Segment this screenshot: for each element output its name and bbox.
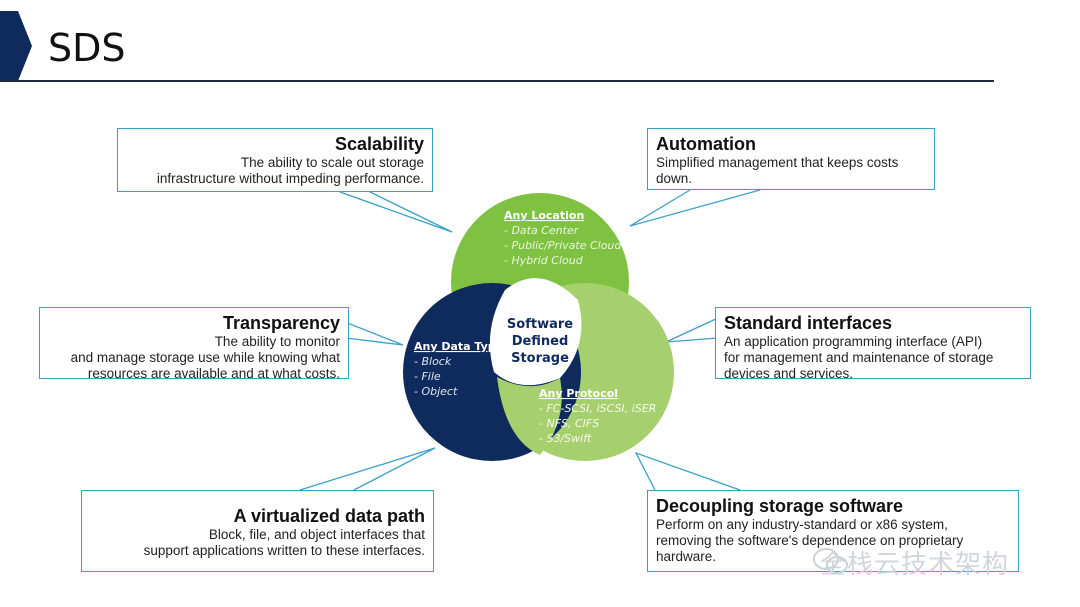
data-type-item: - Block xyxy=(414,355,452,368)
location-item: - Data Center xyxy=(504,224,580,237)
callout-description: Simplified management that keeps costs d… xyxy=(656,155,899,186)
callout-automation: Automation Simplified management that ke… xyxy=(647,128,935,190)
protocol-item: - S3/Swift xyxy=(539,432,592,445)
callout-heading: Transparency xyxy=(222,313,340,333)
callout-scalability: Scalability The ability to scale out sto… xyxy=(117,128,433,192)
connector-scalability xyxy=(339,191,453,233)
data-type-heading: Any Data Type xyxy=(414,340,503,353)
connector-transparency xyxy=(344,321,404,346)
data-type-item: - File xyxy=(414,370,441,383)
location-heading: Any Location xyxy=(504,209,584,222)
connector-automation xyxy=(629,189,761,227)
callout-description: Perform on any industry-standard or x86 … xyxy=(656,517,964,564)
title-accent-chevron xyxy=(0,11,32,81)
callout-heading: Scalability xyxy=(334,134,424,154)
callout-heading: Decoupling storage software xyxy=(656,496,904,516)
center-label-line: Software xyxy=(507,317,573,332)
watermark-text: 全栈云技术架构 xyxy=(820,550,1010,580)
title-divider xyxy=(0,80,994,82)
wechat-watermark-icon xyxy=(813,548,848,574)
protocol-item: - FC-SCSI, iSCSI, iSER xyxy=(539,402,656,415)
connector-standard xyxy=(665,317,719,343)
protocol-heading: Any Protocol xyxy=(539,387,618,400)
page-title: SDS xyxy=(48,26,126,70)
callout-heading: A virtualized data path xyxy=(233,506,425,526)
callout-description: The ability to scale out storage infrast… xyxy=(156,155,424,186)
callout-virtualized-data-path: A virtualized data path Block, file, and… xyxy=(81,490,434,572)
center-label-line: Storage xyxy=(511,351,569,366)
protocol-item: - NFS, CIFS xyxy=(539,417,599,430)
connector-decoupling xyxy=(634,451,741,491)
connector-vdp xyxy=(299,447,436,491)
location-item: - Public/Private Cloud xyxy=(504,239,622,252)
callout-transparency: Transparency The ability to monitor and … xyxy=(39,307,349,381)
center-label-line: Defined xyxy=(512,334,569,349)
callout-description: The ability to monitor and manage storag… xyxy=(70,334,340,381)
center-region xyxy=(489,278,582,386)
data-type-item: - Object xyxy=(414,385,458,398)
callout-description: Block, file, and object interfaces that … xyxy=(143,527,425,558)
callout-heading: Standard interfaces xyxy=(724,313,893,333)
callout-heading: Automation xyxy=(656,134,756,154)
location-item: - Hybrid Cloud xyxy=(504,254,584,267)
callout-description: An application programming interface (AP… xyxy=(724,334,994,381)
callout-standard-interfaces: Standard interfaces An application progr… xyxy=(715,307,1031,381)
